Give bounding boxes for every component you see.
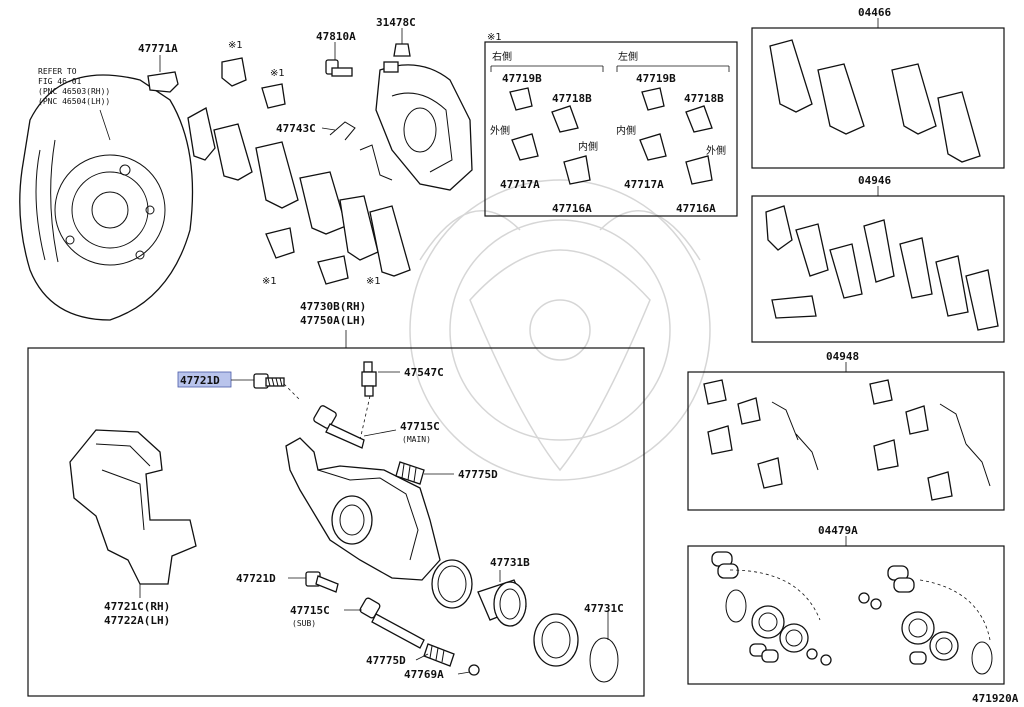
caliper-assembly-box: [27, 330, 645, 697]
label-47750A[interactable]: 47750A(LH): [300, 314, 366, 327]
label-47743C[interactable]: 47743C: [276, 122, 316, 135]
label-47722A[interactable]: 47722A(LH): [104, 614, 170, 627]
svg-text:(PNC 46504(LH)): (PNC 46504(LH)): [38, 97, 110, 106]
label-47547C[interactable]: 47547C: [404, 366, 444, 379]
shim-l-inner: 内側: [616, 124, 636, 137]
label-04948[interactable]: 04948: [826, 350, 859, 363]
piston[interactable]: [477, 570, 527, 627]
label-47721C[interactable]: 47721C(RH): [104, 600, 170, 613]
kit-04948-box[interactable]: [687, 371, 1005, 511]
label-r-47717A[interactable]: 47717A: [500, 178, 540, 191]
shim-right-side: 右側: [492, 50, 512, 63]
label-l-47719B[interactable]: 47719B: [636, 72, 676, 85]
label-47810A[interactable]: 47810A: [316, 30, 356, 43]
diagram-code: 471920A: [972, 692, 1019, 705]
watermark-emblem: [409, 179, 711, 481]
label-r-47716A[interactable]: 47716A: [552, 202, 592, 215]
svg-text:REFER TO: REFER TO: [38, 67, 77, 76]
label-47731B[interactable]: 47731B: [490, 556, 530, 569]
spring-47743C[interactable]: [321, 121, 393, 181]
bolt-47721D-top[interactable]: [253, 373, 301, 401]
label-47721D-top[interactable]: 47721D: [180, 374, 220, 387]
part-47771A[interactable]: [147, 55, 179, 93]
caliper-body[interactable]: [285, 437, 441, 581]
dust-boot-47731C[interactable]: [533, 613, 579, 667]
note-symbol-4: ※1: [366, 276, 381, 287]
shim-left-side: 左側: [618, 50, 638, 63]
label-47721D-bottom[interactable]: 47721D: [236, 572, 276, 585]
shim-l-outer: 外側: [706, 144, 726, 157]
caliper-assembly-top[interactable]: [375, 61, 473, 191]
guide-pin-47715C-sub[interactable]: [344, 597, 425, 649]
note-sub: (SUB): [292, 619, 316, 628]
kit-04479A-box[interactable]: [687, 545, 1005, 685]
bolt-47810A[interactable]: [325, 42, 353, 77]
shim-r-outer: 外側: [490, 124, 510, 137]
label-l-47716A[interactable]: 47716A: [676, 202, 716, 215]
backing-plate-note: REFER TO FIG 46-01 (PNC 46503(RH)) (PNC …: [38, 67, 110, 106]
label-31478C[interactable]: 31478C: [376, 16, 416, 29]
label-l-47718B[interactable]: 47718B: [684, 92, 724, 105]
kit-04946-box[interactable]: [751, 195, 1005, 343]
svg-text:(PNC 46503(RH)): (PNC 46503(RH)): [38, 87, 110, 96]
shim-box-note: ※1: [487, 32, 502, 43]
set-ring-47731C[interactable]: [589, 610, 619, 683]
label-04946[interactable]: 04946: [858, 174, 891, 187]
bolt-47721D-bottom[interactable]: [288, 571, 339, 593]
note-symbol-1: ※1: [228, 40, 243, 51]
label-47769A[interactable]: 47769A: [404, 668, 444, 681]
label-47775D-bottom[interactable]: 47775D: [366, 654, 406, 667]
note-symbol-2: ※1: [270, 68, 285, 79]
note-symbol-3: ※1: [262, 276, 277, 287]
bleeder-47547C[interactable]: [359, 361, 400, 441]
guide-pin-47715C-main[interactable]: [313, 405, 397, 449]
svg-text:FIG 46-01: FIG 46-01: [38, 77, 82, 86]
kit-04466-box[interactable]: [751, 27, 1005, 169]
boot-47775D-top[interactable]: [395, 461, 454, 485]
boot-47775D-bottom[interactable]: [415, 643, 455, 667]
cap-47769A[interactable]: [457, 664, 480, 676]
note-main: (MAIN): [402, 435, 431, 444]
brake-pad-set[interactable]: [187, 107, 411, 277]
label-r-47719B[interactable]: 47719B: [502, 72, 542, 85]
label-47715C-sub[interactable]: 47715C: [290, 604, 330, 617]
label-47731C[interactable]: 47731C: [584, 602, 624, 615]
label-04479A[interactable]: 04479A: [818, 524, 858, 537]
label-r-47718B[interactable]: 47718B: [552, 92, 592, 105]
clip-small-1[interactable]: [221, 57, 286, 109]
label-47730B[interactable]: 47730B(RH): [300, 300, 366, 313]
backing-plate[interactable]: [19, 74, 194, 321]
label-04466[interactable]: 04466: [858, 6, 891, 19]
cap-31478C[interactable]: [393, 28, 411, 57]
shim-r-inner: 内側: [578, 140, 598, 153]
label-l-47717A[interactable]: 47717A: [624, 178, 664, 191]
clip-small-2[interactable]: [265, 227, 349, 285]
label-47715C-main[interactable]: 47715C: [400, 420, 440, 433]
piston-seal-47731B[interactable]: [431, 559, 473, 609]
shim-box: [484, 41, 738, 217]
caliper-mounting-bracket[interactable]: [69, 429, 197, 598]
label-47771A[interactable]: 47771A: [138, 42, 178, 55]
highlight-47721D: [177, 371, 232, 388]
label-47775D-top[interactable]: 47775D: [458, 468, 498, 481]
